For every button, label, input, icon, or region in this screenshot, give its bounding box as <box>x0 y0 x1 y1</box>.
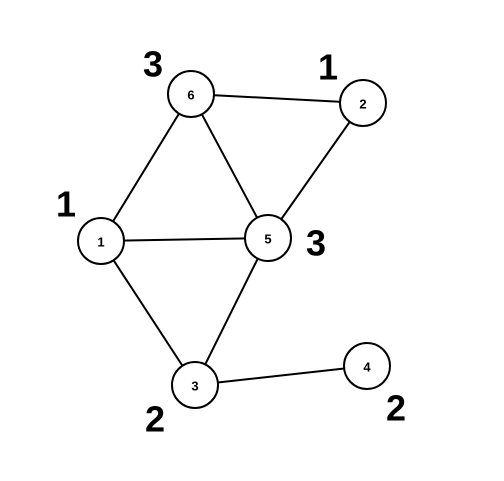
node-2-weight: 1 <box>318 47 338 88</box>
node-1: 1 <box>77 217 125 265</box>
node-1-label: 1 <box>97 235 104 250</box>
edges-layer <box>100 93 368 386</box>
edge-1-3 <box>100 240 196 386</box>
edge-3-4 <box>194 365 368 386</box>
edge-6-5 <box>190 93 269 239</box>
node-6-weight: 3 <box>143 44 163 85</box>
node-4: 4 <box>343 342 391 390</box>
node-2: 2 <box>339 79 387 127</box>
edge-6-1 <box>100 93 192 242</box>
node-5-label: 5 <box>264 232 271 247</box>
node-6: 6 <box>167 70 215 118</box>
node-4-label: 4 <box>363 360 371 375</box>
node-3: 3 <box>171 361 219 409</box>
edge-5-3 <box>194 237 269 386</box>
node-3-weight: 2 <box>145 399 165 440</box>
node-6-label: 6 <box>187 88 194 103</box>
edge-6-2 <box>190 93 364 104</box>
node-6-circle <box>167 70 215 118</box>
weights-layer: 3 1 1 3 2 2 <box>56 44 406 440</box>
node-2-circle <box>339 79 387 127</box>
nodes-layer: 6 2 1 5 3 4 <box>77 70 391 409</box>
edge-2-5 <box>267 102 364 239</box>
node-3-label: 3 <box>191 379 198 394</box>
node-2-label: 2 <box>359 97 366 112</box>
node-5-circle <box>244 214 292 262</box>
node-4-circle <box>343 342 391 390</box>
node-1-weight: 1 <box>56 184 76 225</box>
node-1-circle <box>77 217 125 265</box>
node-5-weight: 3 <box>306 223 326 264</box>
edge-1-5 <box>100 237 269 242</box>
node-5: 5 <box>244 214 292 262</box>
node-4-weight: 2 <box>386 388 406 429</box>
node-3-circle <box>171 361 219 409</box>
